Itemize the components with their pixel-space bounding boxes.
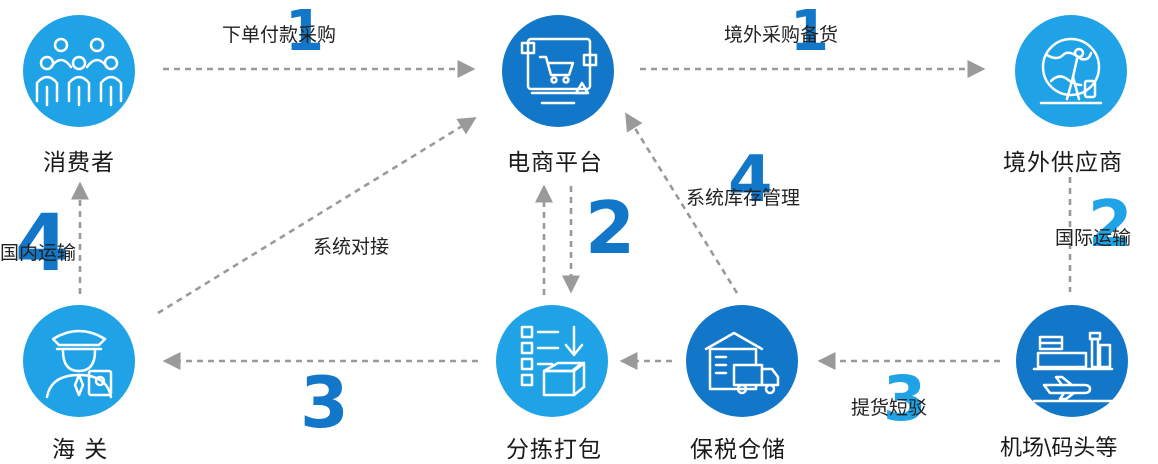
step-number-pick-customs: 3 (300, 362, 349, 444)
edge-label-order: 下单付款采购 (222, 24, 337, 46)
people-group-icon (35, 37, 123, 107)
node-label-ecommerce: 电商平台 (507, 150, 603, 176)
step-number-inventory: 4 (728, 143, 773, 217)
step-number-overseas: 1 (790, 0, 829, 64)
airport-plane-icon (1032, 331, 1114, 403)
step-number-pickup: 3 (883, 362, 927, 435)
node-label-bonded: 保税仓储 (690, 437, 786, 463)
edge-label-overseas: 境外采购备货 (724, 24, 839, 46)
node-supplier (1015, 15, 1127, 127)
node-bonded (686, 305, 798, 417)
shopping-cart-screen-icon (520, 37, 598, 105)
checklist-box-icon (520, 325, 586, 397)
node-label-airport: 机场\码头等 (1000, 436, 1118, 461)
node-consumer (23, 15, 135, 127)
arrow-bonded-to-ecommerce (625, 112, 739, 294)
node-label-picking: 分拣打包 (506, 437, 602, 463)
step-number-ecom-pick: 2 (585, 186, 636, 270)
edge-label-domestic: 国内运输 (0, 242, 77, 264)
node-airport (1016, 305, 1128, 417)
step-number-international: 2 (1088, 188, 1133, 262)
customs-officer-icon (45, 329, 113, 399)
node-ecommerce (502, 15, 614, 127)
node-label-supplier: 境外供应商 (1003, 150, 1123, 176)
edge-label-docking: 系统对接 (313, 236, 390, 258)
node-customs (23, 305, 135, 417)
globe-traveler-icon (1039, 37, 1103, 105)
node-picking (496, 305, 608, 417)
edge-label-international: 国际运输 (1055, 227, 1132, 249)
edge-label-pickup: 提货短驳 (851, 397, 928, 419)
node-label-consumer: 消费者 (43, 150, 115, 176)
edge-label-inventory: 系统库存管理 (686, 187, 801, 209)
node-label-customs: 海 关 (52, 437, 109, 463)
warehouse-truck-icon (704, 331, 780, 395)
arrow-customs-to-ecommerce (157, 117, 477, 315)
step-number-order: 1 (285, 0, 324, 64)
step-number-domestic: 4 (15, 199, 70, 289)
